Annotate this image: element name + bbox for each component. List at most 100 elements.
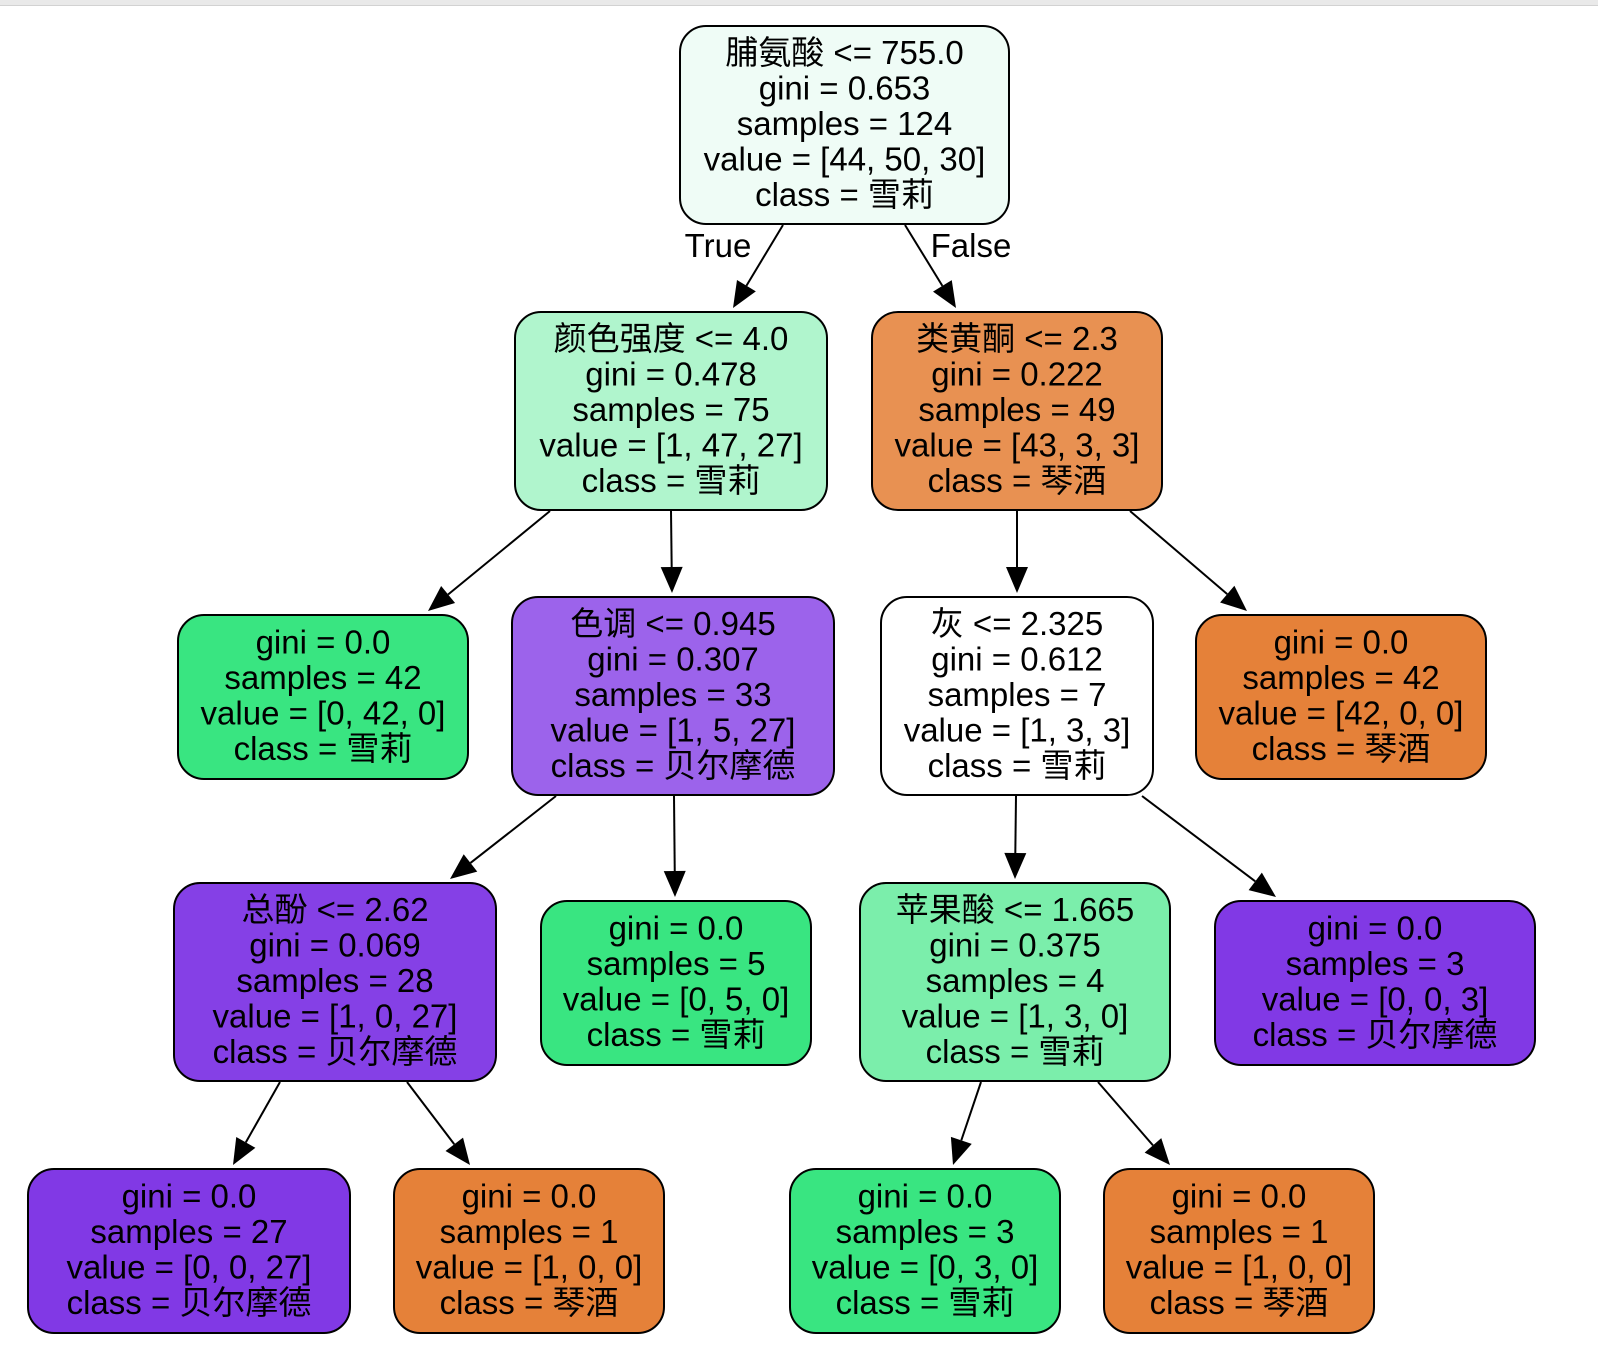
node-line: samples = 42 — [1242, 659, 1439, 696]
node-line: class = 雪莉 — [755, 176, 934, 213]
edge-n9-n14 — [1097, 1081, 1170, 1165]
node-line: 类黄酮 <= 2.3 — [916, 320, 1118, 357]
edge-line — [960, 1081, 982, 1141]
node-line: value = [1, 5, 27] — [551, 711, 796, 748]
arrowhead-icon — [663, 870, 686, 897]
node-line: class = 雪莉 — [836, 1284, 1015, 1321]
edge-n5-n10 — [1141, 795, 1276, 897]
arrowhead-icon — [445, 1137, 470, 1165]
node-box — [514, 311, 828, 511]
node-line: value = [1, 0, 27] — [213, 997, 458, 1034]
edge-n5-n9 — [1004, 795, 1027, 879]
edge-n4-n8 — [663, 795, 686, 897]
edge-line — [745, 224, 784, 287]
node-line: samples = 1 — [1150, 1213, 1329, 1250]
node-box — [1103, 1168, 1375, 1334]
edge-label-false: False — [931, 227, 1012, 264]
node-line: gini = 0.375 — [929, 926, 1101, 963]
node-line: value = [0, 0, 3] — [1262, 981, 1489, 1018]
edge-line — [406, 1081, 456, 1145]
node-line: samples = 42 — [224, 659, 421, 696]
node-line: gini = 0.0 — [1308, 910, 1443, 947]
edge-line — [1097, 1081, 1154, 1147]
node-line: class = 贝尔摩德 — [1253, 1016, 1498, 1053]
node-line: class = 雪莉 — [926, 1033, 1105, 1070]
node-line: 总酚 <= 2.62 — [241, 891, 428, 928]
node-line: gini = 0.612 — [931, 640, 1103, 677]
node-line: 灰 <= 2.325 — [931, 605, 1103, 642]
edge-n7-n11 — [233, 1081, 281, 1165]
window-top-border — [0, 0, 1598, 6]
node-box — [679, 25, 1010, 225]
node-line: value = [43, 3, 3] — [895, 426, 1140, 463]
node-line: 色调 <= 0.945 — [570, 605, 775, 642]
node-line: class = 雪莉 — [587, 1016, 766, 1053]
node-line: value = [44, 50, 30] — [704, 140, 986, 177]
edge-n2-n6 — [1129, 510, 1247, 611]
node-line: gini = 0.0 — [122, 1178, 257, 1215]
edge-line — [1014, 795, 1017, 854]
arrowhead-icon — [1006, 567, 1028, 593]
node-line: samples = 3 — [836, 1213, 1015, 1250]
node-box — [540, 900, 812, 1066]
edge-n4-n7 — [450, 795, 557, 879]
arrowhead-icon — [733, 280, 756, 308]
node-line: value = [0, 0, 27] — [67, 1249, 312, 1286]
node-line: class = 琴酒 — [440, 1284, 619, 1321]
node-line: gini = 0.0 — [1274, 624, 1409, 661]
edge-label-true: True — [685, 227, 752, 264]
node-line: gini = 0.0 — [256, 624, 391, 661]
node-box — [511, 596, 835, 796]
node-line: class = 贝尔摩德 — [67, 1284, 312, 1321]
edge-n1-n4 — [660, 510, 683, 593]
node-box — [177, 614, 469, 780]
node-line: gini = 0.069 — [249, 926, 421, 963]
node-line: gini = 0.653 — [759, 69, 931, 106]
arrowhead-icon — [1144, 1138, 1170, 1165]
arrowhead-icon — [1220, 585, 1247, 611]
node-line: value = [0, 42, 0] — [201, 695, 446, 732]
node-box — [27, 1168, 351, 1334]
node-line: class = 雪莉 — [582, 462, 761, 499]
node-line: samples = 3 — [1286, 945, 1465, 982]
node-line: class = 贝尔摩德 — [551, 747, 796, 784]
node-line: class = 贝尔摩德 — [213, 1033, 458, 1070]
edge-n7-n12 — [406, 1081, 470, 1165]
arrowhead-icon — [1004, 852, 1027, 879]
edge-line — [244, 1081, 281, 1143]
node-line: samples = 7 — [928, 676, 1107, 713]
node-line: samples = 75 — [572, 391, 769, 428]
node-line: 颜色强度 <= 4.0 — [554, 320, 789, 357]
edge-n2-n5 — [1006, 511, 1028, 593]
arrowhead-icon — [660, 566, 683, 593]
arrowhead-icon — [933, 280, 956, 308]
arrowhead-icon — [428, 586, 456, 611]
node-line: value = [1, 47, 27] — [539, 426, 802, 463]
node-line: samples = 1 — [440, 1213, 619, 1250]
node-box — [173, 882, 497, 1082]
node-line: 苹果酸 <= 1.665 — [896, 891, 1134, 928]
node-line: value = [1, 0, 0] — [416, 1249, 643, 1286]
node-line: samples = 33 — [574, 676, 771, 713]
edges-layer — [233, 224, 1276, 1165]
edge-n9-n13 — [950, 1081, 982, 1165]
node-line: class = 雪莉 — [234, 730, 413, 767]
node-line: class = 琴酒 — [1150, 1284, 1329, 1321]
node-box — [393, 1168, 665, 1334]
node-line: value = [1, 3, 0] — [902, 997, 1129, 1034]
node-line: samples = 124 — [737, 105, 953, 142]
arrowhead-icon — [450, 854, 478, 879]
arrowhead-icon — [1248, 872, 1276, 897]
node-line: class = 琴酒 — [1252, 730, 1431, 767]
node-box — [1195, 614, 1487, 780]
node-box — [880, 596, 1154, 796]
edge-line — [1141, 795, 1256, 883]
node-line: samples = 4 — [926, 962, 1105, 999]
